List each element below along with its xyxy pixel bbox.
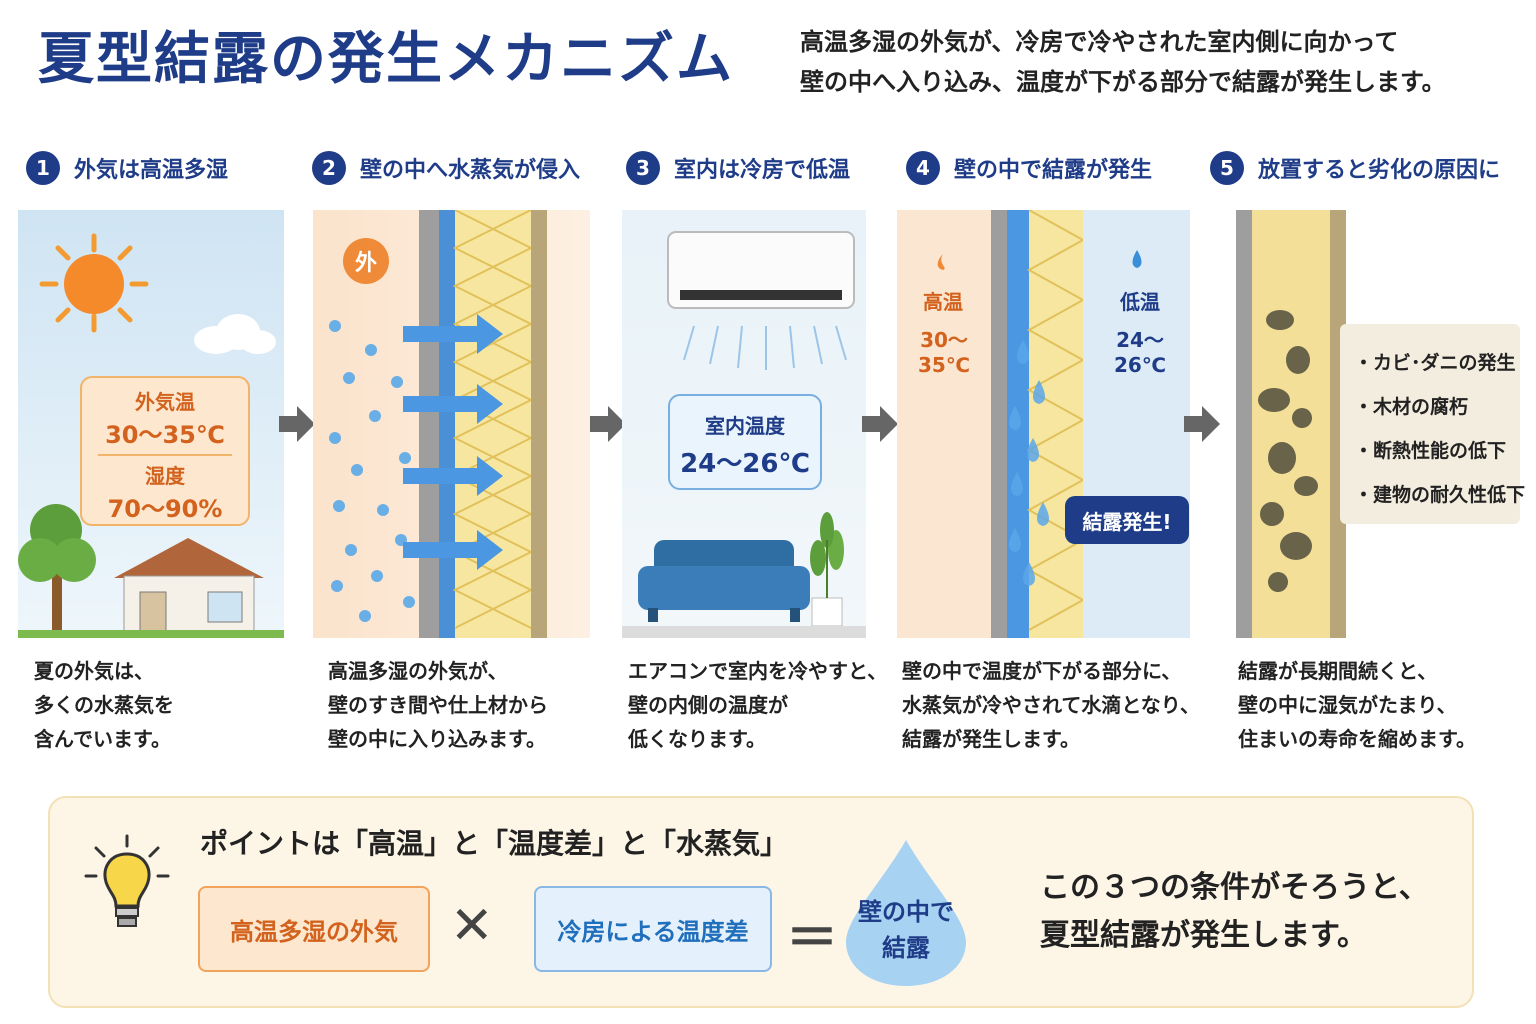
high-temp-label: 高温 xyxy=(923,290,963,314)
desc-line: 壁のすき間や仕上材から xyxy=(328,693,548,717)
low-temp-value: 24～26℃ xyxy=(1113,328,1167,377)
page-title: 夏型結露の発生メカニズム xyxy=(38,27,734,92)
point-box: ポイントは「高温」と「温度差」と「水蒸気」 高温多湿の外気 ✕ 冷房による温度差… xyxy=(48,796,1474,1008)
step-number: 3 xyxy=(626,151,660,185)
arrow-right-icon xyxy=(590,406,626,442)
panel-deterioration xyxy=(1236,210,1346,638)
water-drop-icon xyxy=(846,840,966,986)
factor-temp-difference: 冷房による温度差 xyxy=(534,886,772,972)
lead-text: 高温多湿の外気が、冷房で冷やされた室内側に向かって 壁の中へ入り込み、温度が下が… xyxy=(800,22,1520,102)
condensation-drops xyxy=(1009,340,1049,586)
tree-icon xyxy=(18,504,96,638)
effects-box: ・カビ･ダニの発生 ・木材の腐朽 ・断熱性能の低下 ・建物の耐久性低下 xyxy=(1340,324,1525,524)
condensation-callout: 結露発生! xyxy=(1065,496,1189,544)
room-temp-box: 室内温度 24～26℃ xyxy=(668,394,822,490)
desc-line: 壁の中に入り込みます。 xyxy=(328,727,546,751)
lead-line: 高温多湿の外気が、冷房で冷やされた室内側に向かって xyxy=(800,28,1399,56)
room-furniture xyxy=(622,512,866,638)
step-number: 4 xyxy=(906,151,940,185)
sun-icon xyxy=(39,233,149,333)
desc-line: 高温多湿の外気が、 xyxy=(328,659,508,683)
desc-line: 壁の内側の温度が xyxy=(628,693,788,717)
arrow-right-icon xyxy=(862,406,898,442)
step-2-description: 高温多湿の外気が、 壁のすき間や仕上材から 壁の中に入り込みます。 xyxy=(328,654,548,756)
low-temp-label: 低温 xyxy=(1120,290,1160,314)
mold-spots xyxy=(1258,310,1318,592)
step-title: 壁の中で結露が発生 xyxy=(954,158,1153,183)
lead-line: 壁の中へ入り込み、温度が下がる部分で結露が発生します。 xyxy=(800,68,1446,96)
effect-item: ・断熱性能の低下 xyxy=(1354,440,1507,462)
desc-line: 壁の中に湿気がたまり、 xyxy=(1238,693,1457,717)
outside-temp-label: 外気温 xyxy=(135,390,195,414)
house-icon xyxy=(114,538,264,638)
step-title: 室内は冷房で低温 xyxy=(674,158,851,183)
step-3-header: 3 室内は冷房で低温 xyxy=(626,150,850,186)
vapor-dots xyxy=(329,320,415,622)
factor-high-humidity: 高温多湿の外気 xyxy=(198,886,430,972)
desc-line: 低くなります。 xyxy=(628,727,766,751)
wall-section xyxy=(329,210,547,638)
effect-item: ・木材の腐朽 xyxy=(1354,396,1469,418)
step-5-description: 結露が長期間続くと、 壁の中に湿気がたまり、 住まいの寿命を縮めます。 xyxy=(1238,654,1476,756)
arrow-right-icon xyxy=(1184,406,1220,442)
panel-outside-air: 外気温 30～35℃ 湿度 70～90% xyxy=(18,210,284,638)
result-text: 壁の中で 結露 xyxy=(842,894,970,966)
step-1-description: 夏の外気は、 多くの水蒸気を 含んでいます。 xyxy=(34,654,174,756)
effect-item: ・建物の耐久性低下 xyxy=(1354,484,1526,506)
room-temp-value: 24～26℃ xyxy=(680,449,810,479)
outside-temp-value: 30～35℃ xyxy=(105,421,225,449)
result-line: 結露 xyxy=(882,934,930,962)
conclusion-line: この３つの条件がそろうと、 xyxy=(1040,870,1429,905)
step-number: 1 xyxy=(26,151,60,185)
desc-line: 水蒸気が冷やされて水滴となり、 xyxy=(902,693,1200,717)
house-scene xyxy=(18,504,284,638)
desc-line: 含んでいます。 xyxy=(34,727,171,751)
flame-icon xyxy=(937,254,945,270)
desc-line: 結露が発生します。 xyxy=(902,727,1080,751)
step-number: 5 xyxy=(1210,151,1244,185)
humidity-label: 湿度 xyxy=(145,464,185,488)
effect-item: ・カビ･ダニの発生 xyxy=(1354,352,1516,374)
water-drop-icon xyxy=(1132,250,1142,268)
desc-line: 夏の外気は、 xyxy=(34,659,154,683)
result-line: 壁の中で xyxy=(858,898,954,926)
desc-line: 結露が長期間続くと、 xyxy=(1238,659,1438,683)
air-conditioner-icon xyxy=(667,231,855,370)
lightbulb-icon xyxy=(84,834,170,927)
room-temp-label: 室内温度 xyxy=(705,414,785,438)
humidity-value: 70～90% xyxy=(107,495,223,523)
moldy-wall xyxy=(1236,210,1346,638)
cloud-icon xyxy=(194,314,276,354)
step-title: 外気は高温多湿 xyxy=(74,158,229,183)
desc-line: 壁の中で温度が下がる部分に、 xyxy=(902,659,1182,683)
sofa-icon xyxy=(638,540,810,622)
vapor-arrows xyxy=(403,314,503,570)
panel-cooled-room: 室内温度 24～26℃ xyxy=(622,210,866,638)
equals-sign: ＝ xyxy=(786,909,839,969)
desc-line: 住まいの寿命を縮めます。 xyxy=(1238,727,1476,751)
step-title: 放置すると劣化の原因に xyxy=(1258,158,1501,183)
panel-condensation: 高温 30～35℃ 低温 24～26℃ 結露発生! xyxy=(897,210,1190,638)
high-temp-value: 30～35℃ xyxy=(917,328,971,377)
point-heading: ポイントは「高温」と「温度差」と「水蒸気」 xyxy=(200,827,789,860)
outside-badge: 外 xyxy=(343,238,389,284)
step-5-header: 5 放置すると劣化の原因に xyxy=(1210,150,1500,186)
conclusion-text: この３つの条件がそろうと、 夏型結露が発生します。 xyxy=(1040,864,1429,960)
conclusion-line: 夏型結露が発生します。 xyxy=(1040,918,1367,953)
times-sign: ✕ xyxy=(450,896,494,956)
desc-line: 多くの水蒸気を xyxy=(34,693,174,717)
step-4-header: 4 壁の中で結露が発生 xyxy=(906,150,1152,186)
plant-icon xyxy=(810,512,844,627)
panel-vapor-intrusion: 外 xyxy=(313,210,590,638)
outside-conditions-box: 外気温 30～35℃ 湿度 70～90% xyxy=(80,376,250,526)
step-title: 壁の中へ水蒸気が侵入 xyxy=(360,158,581,183)
desc-line: エアコンで室内を冷やすと、 xyxy=(628,659,888,683)
step-3-description: エアコンで室内を冷やすと、 壁の内側の温度が 低くなります。 xyxy=(628,654,887,756)
step-2-header: 2 壁の中へ水蒸気が侵入 xyxy=(312,150,580,186)
wall-cross-section xyxy=(937,210,1190,638)
arrow-right-icon xyxy=(279,406,315,442)
step-number: 2 xyxy=(312,151,346,185)
step-4-description: 壁の中で温度が下がる部分に、 水蒸気が冷やされて水滴となり、 結露が発生します。 xyxy=(902,654,1200,756)
step-1-header: 1 外気は高温多湿 xyxy=(26,150,228,186)
